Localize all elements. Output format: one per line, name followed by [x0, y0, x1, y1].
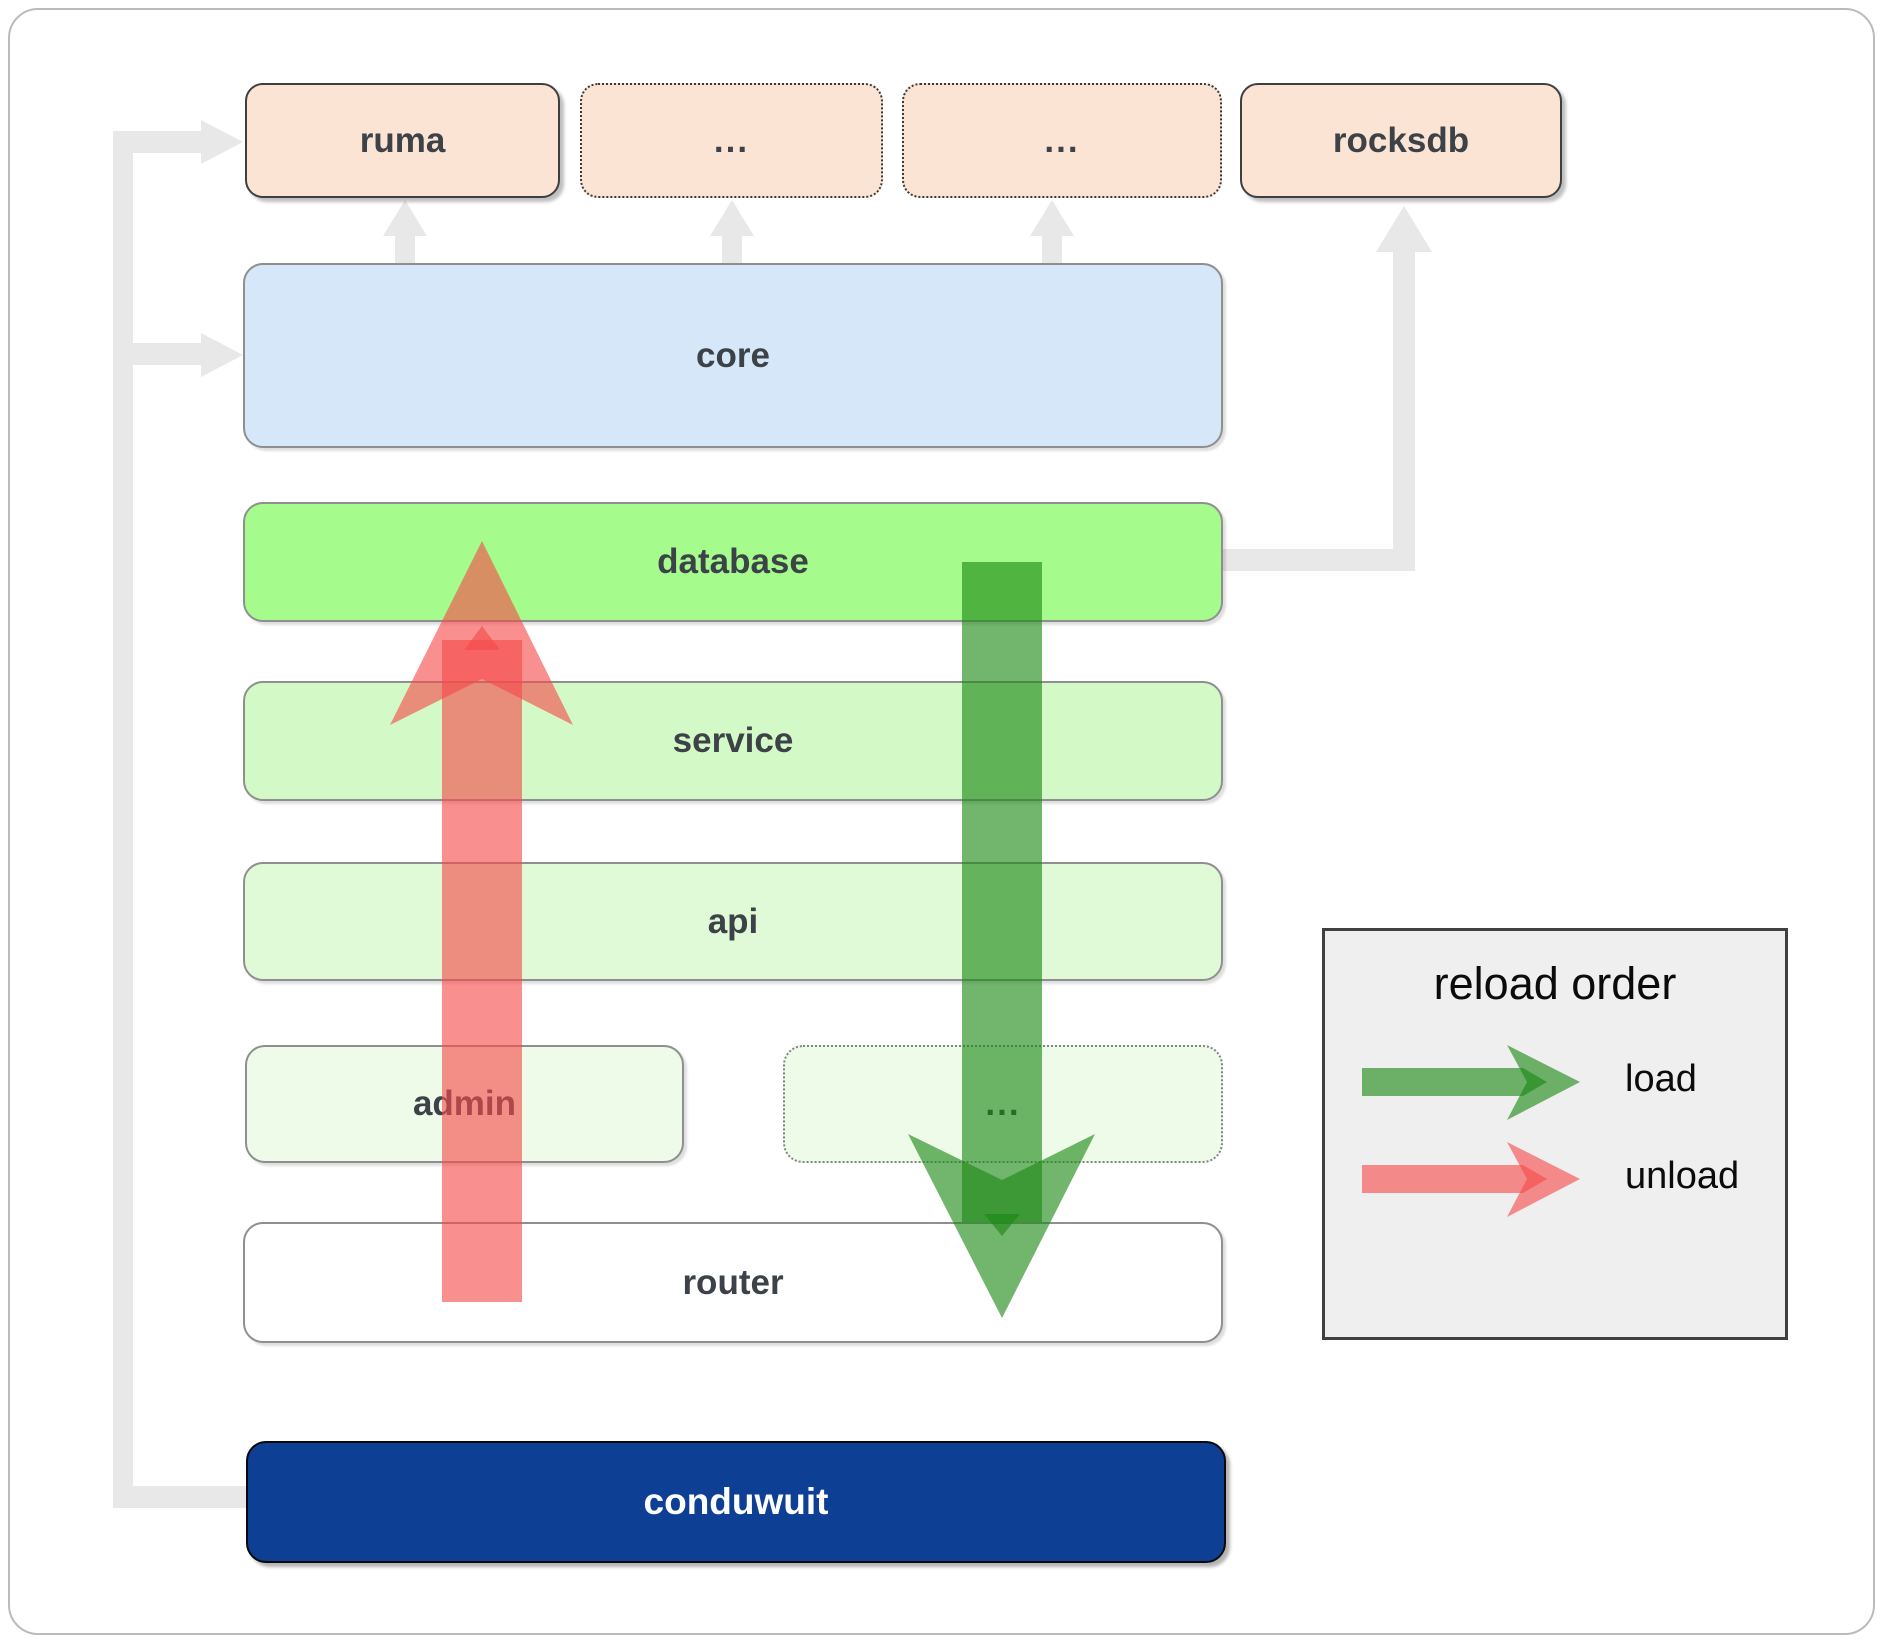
- module-misc-2-label: ...: [1044, 120, 1080, 160]
- connector-conduwuit-vertical: [113, 131, 133, 1508]
- module-ruma-label: ruma: [359, 120, 446, 160]
- app-conduwuit: conduwuit: [246, 1441, 1226, 1563]
- diagram-frame: [8, 8, 1875, 1635]
- legend-box: [1322, 928, 1788, 1340]
- arrowhead-core-to-ruma-icon: [383, 200, 427, 236]
- layer-service: service: [243, 681, 1223, 801]
- layer-admin-misc-label: ...: [985, 1084, 1021, 1123]
- layer-core: core: [243, 263, 1223, 448]
- connector-branch-from-conduwuit: [113, 1486, 248, 1508]
- module-rocksdb-label: rocksdb: [1332, 120, 1470, 160]
- connector-core-to-module1-stem: [722, 234, 742, 264]
- legend-unload-arrow-icon: [1362, 1142, 1580, 1217]
- module-misc-1-label: ...: [713, 120, 750, 160]
- layer-admin: admin: [245, 1045, 684, 1163]
- module-misc-1: ...: [580, 83, 883, 198]
- layer-router-label: router: [682, 1262, 784, 1302]
- layer-core-label: core: [696, 335, 770, 375]
- layer-admin-label: admin: [412, 1084, 517, 1123]
- module-rocksdb: rocksdb: [1240, 83, 1562, 198]
- legend-load-label: load: [1625, 1058, 1697, 1100]
- connector-branch-to-core: [113, 343, 203, 365]
- connector-rocksdb-vertical: [1393, 250, 1415, 571]
- arrowhead-into-rocksdb-icon: [1376, 206, 1432, 252]
- arrowhead-core-to-module1-icon: [710, 200, 754, 236]
- layer-service-label: service: [672, 721, 794, 760]
- layer-admin-misc: ...: [783, 1045, 1223, 1163]
- layer-database-label: database: [657, 542, 809, 581]
- layer-api: api: [243, 862, 1223, 981]
- connector-core-to-module2-stem: [1042, 234, 1062, 264]
- layer-database: database: [243, 502, 1223, 622]
- connector-core-to-ruma-stem: [395, 234, 415, 264]
- layer-router: router: [243, 1222, 1223, 1343]
- connector-database-horizontal: [1223, 549, 1415, 571]
- legend-title: reload order: [1433, 958, 1677, 1009]
- legend-load-arrow-icon: [1362, 1045, 1580, 1120]
- module-ruma: ruma: [245, 83, 560, 198]
- arrowhead-core-to-module2-icon: [1030, 200, 1074, 236]
- connector-branch-to-ruma: [113, 131, 203, 153]
- app-conduwuit-label: conduwuit: [643, 1481, 829, 1522]
- legend-unload-label: unload: [1625, 1155, 1740, 1197]
- arrowhead-into-core-icon: [201, 333, 243, 377]
- arrowhead-into-ruma-icon: [201, 120, 243, 164]
- layer-api-label: api: [707, 901, 759, 941]
- module-misc-2: ...: [902, 83, 1222, 198]
